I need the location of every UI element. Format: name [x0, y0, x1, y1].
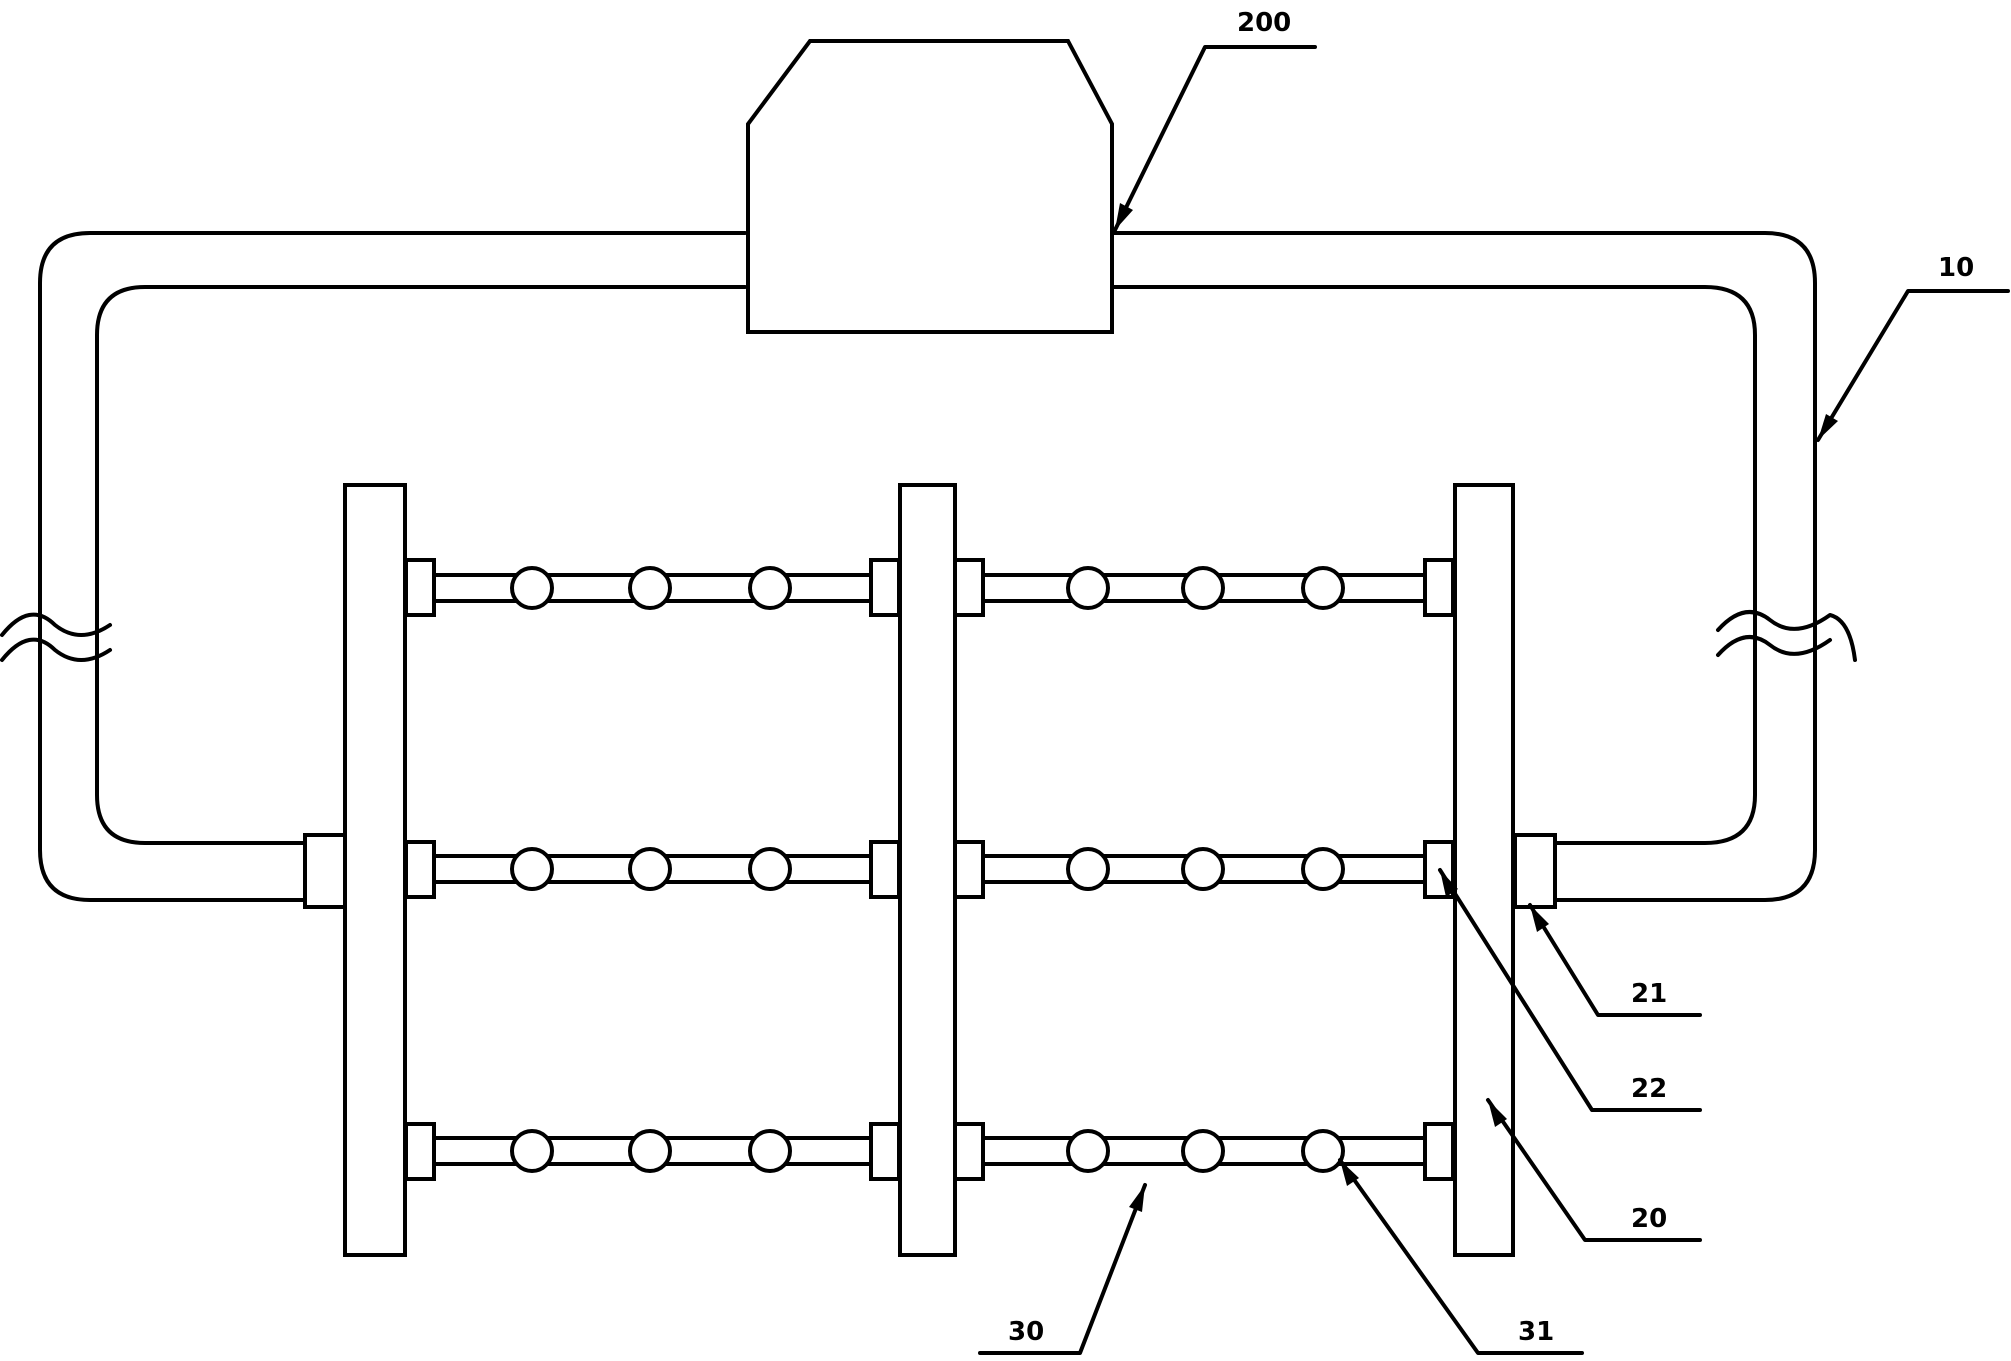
label-inner-fitting: 22 — [1631, 1074, 1667, 1104]
outer-pipe — [0, 231, 1857, 902]
leader-lines — [978, 45, 2010, 1355]
label-end-fitting: 21 — [1631, 979, 1667, 1009]
end-fitting-right — [1513, 833, 1557, 909]
label-branch-pipe: 30 — [1008, 1317, 1044, 1347]
break-mark-right — [1716, 610, 1857, 662]
main-unit-box — [746, 39, 1114, 334]
end-fitting-left — [303, 833, 347, 909]
connectors — [404, 558, 1455, 1181]
label-nozzle: 31 — [1518, 1317, 1554, 1347]
break-mark-left — [0, 612, 112, 662]
label-outer-pipe: 10 — [1938, 253, 1974, 283]
label-main-unit: 200 — [1237, 8, 1291, 38]
label-manifold: 20 — [1631, 1204, 1667, 1234]
nozzles — [510, 566, 1345, 1173]
manifold-bars — [343, 483, 1515, 1257]
